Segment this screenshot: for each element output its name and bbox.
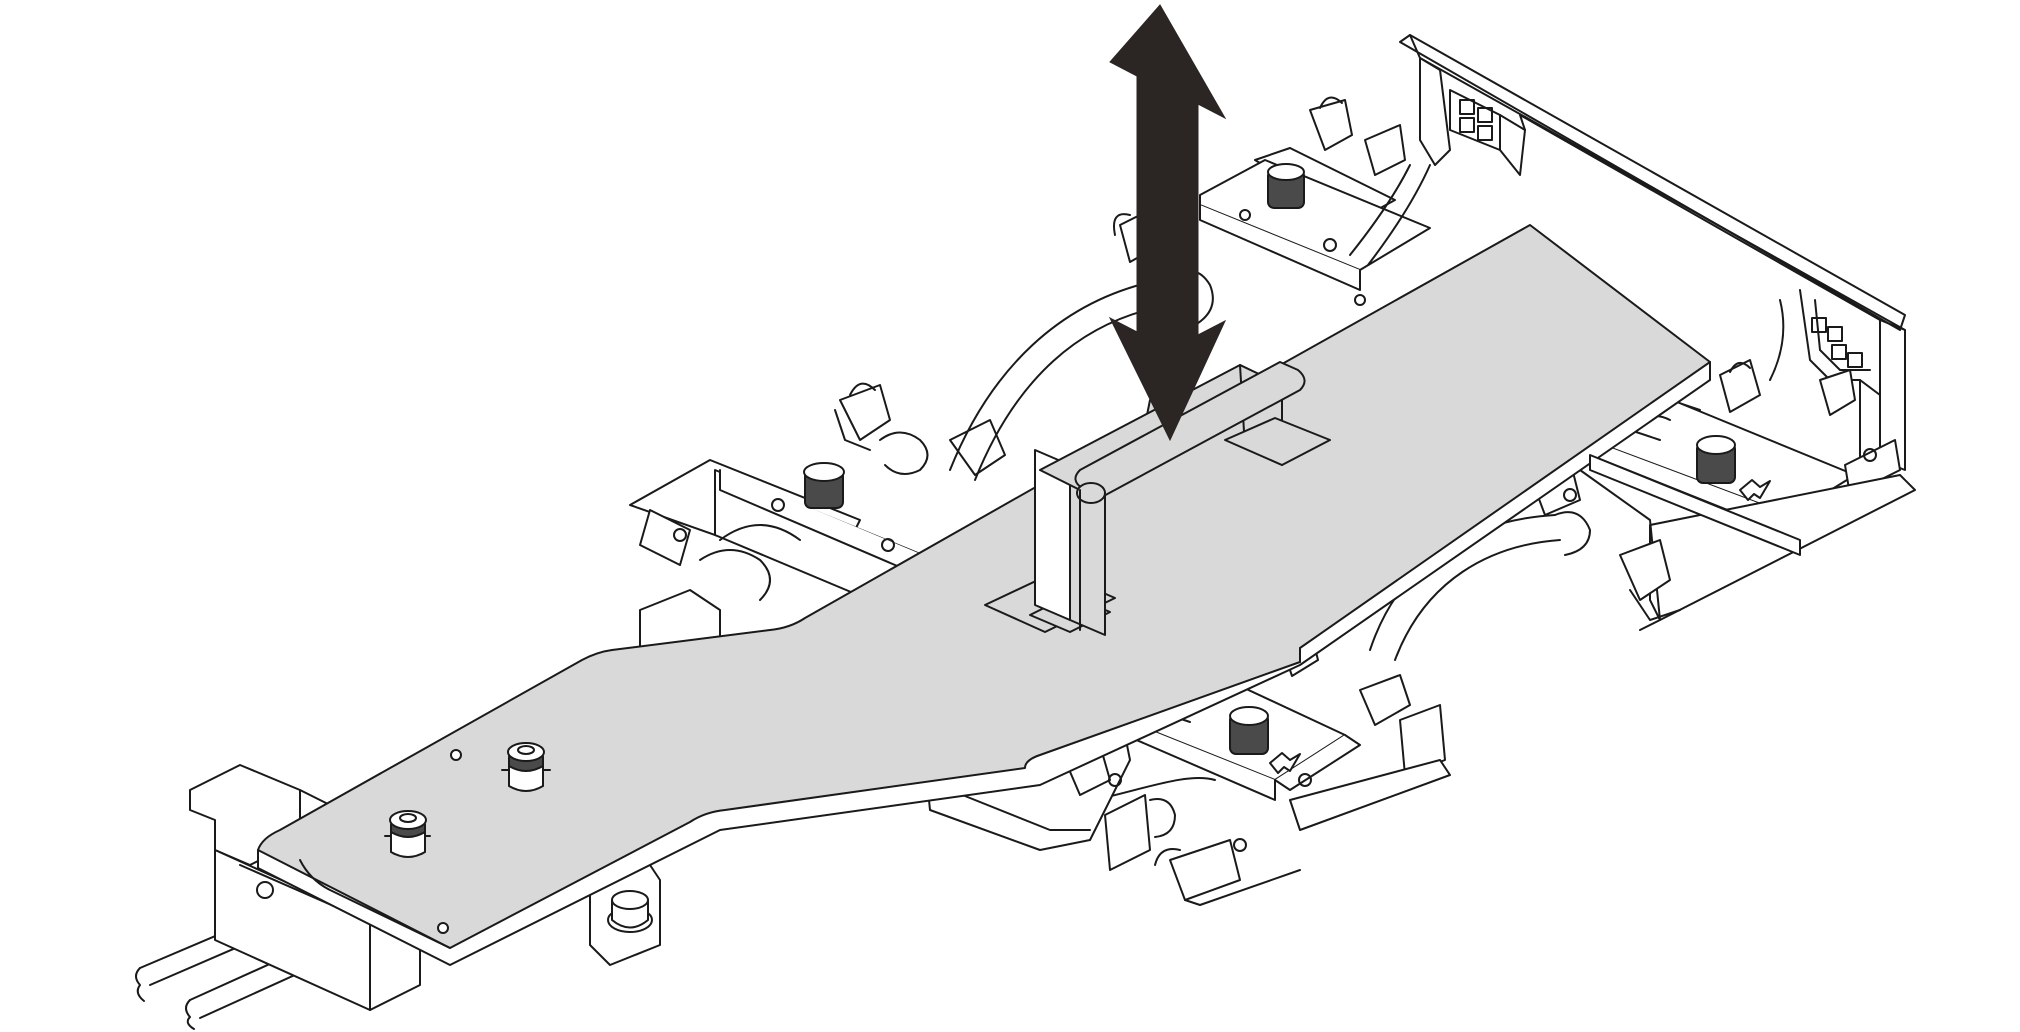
right-rail [1589,454,1801,556]
arrow-shape [1108,4,1227,442]
double-vertical-arrow-icon [1108,4,1227,442]
plate-screw-1 [384,810,431,858]
carrier-plate-top [257,224,1711,949]
cold-plate-carrier [257,224,1711,966]
carrier-handle [984,361,1331,636]
plate-screw-2 [501,742,551,792]
